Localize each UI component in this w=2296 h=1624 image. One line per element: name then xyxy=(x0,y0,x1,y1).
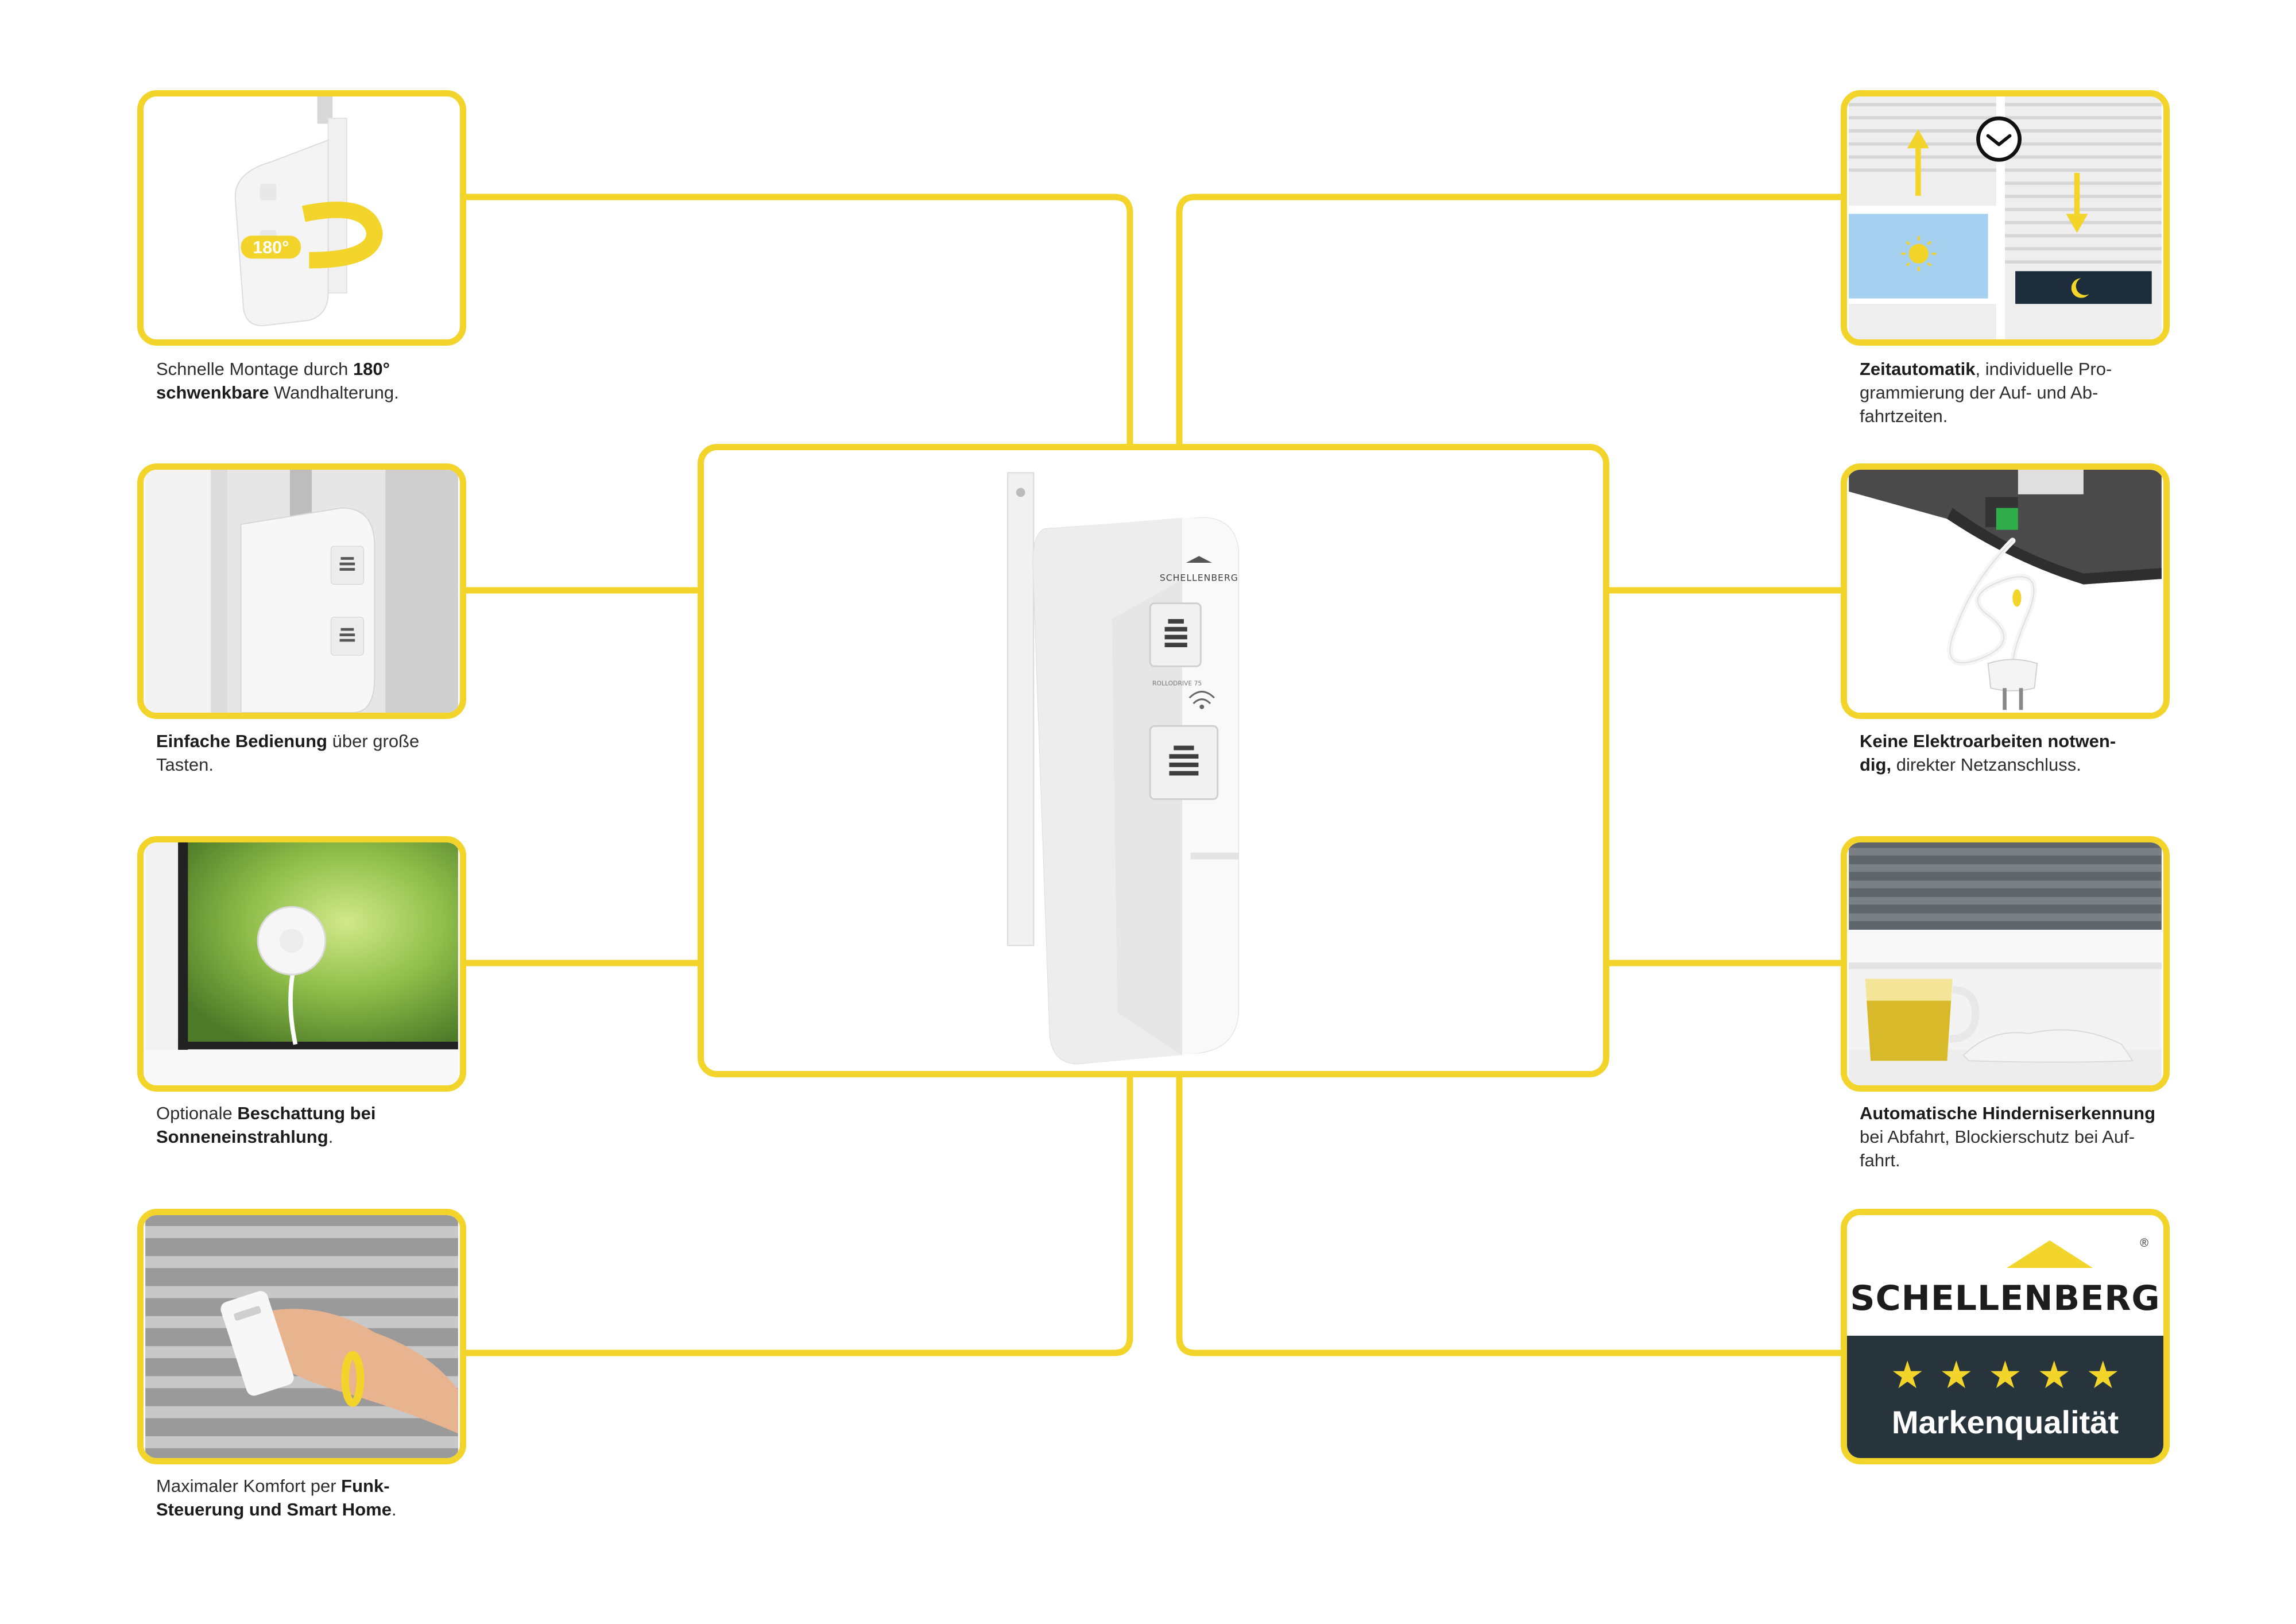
roof-logo-icon xyxy=(2007,1240,2093,1268)
product-brand-label: SCHELLENBERG xyxy=(1160,572,1238,583)
feature-timer-image xyxy=(1841,90,2170,346)
caption-plug: Keine Elektroarbeiten notwen-dig, direkt… xyxy=(1860,729,2158,776)
feature-sensor-image xyxy=(137,836,466,1092)
caption-segment: Automatische Hinderniserkennung xyxy=(1860,1103,2156,1123)
caption-segment: Keine Elektroarbeiten notwen- xyxy=(1860,731,2116,751)
caption-timer: Zeitautomatik, individuelle Pro-grammier… xyxy=(1860,357,2158,428)
caption-segment: 180° xyxy=(353,359,390,379)
star-rating-icon: ★★★★★ xyxy=(1890,1354,2135,1396)
caption-segment: fahrt. xyxy=(1860,1150,1900,1170)
suction-sensor-icon xyxy=(145,842,458,1085)
caption-segment: grammierung der Auf- und Ab- xyxy=(1860,382,2098,403)
caption-segment: Steuerung und Smart Home xyxy=(156,1499,392,1519)
caption-segment: Einfache Bedienung xyxy=(156,731,327,751)
feature-mount-image: 180° xyxy=(137,90,466,346)
caption-segment: fahrtzeiten. xyxy=(1860,406,1948,426)
caption-segment: . xyxy=(391,1499,397,1519)
caption-segment: dig, xyxy=(1860,755,1892,775)
caption-segment: Tasten. xyxy=(156,755,214,775)
feature-obstacle-image xyxy=(1841,836,2170,1092)
brand-quality-label: Markenqualität xyxy=(1891,1404,2119,1440)
product-image: SCHELLENBERG ROLLODRIVE 75 xyxy=(698,444,1609,1077)
brand-name: SCHELLENBERG xyxy=(1850,1278,2161,1318)
caption-segment: bei Abfahrt, Blockierschutz bei Auf- xyxy=(1860,1127,2135,1147)
caption-obstacle: Automatische Hinderniserkennung bei Abfah… xyxy=(1860,1101,2158,1172)
product-model-label: ROLLODRIVE 75 xyxy=(1152,680,1202,687)
remote-control-icon xyxy=(145,1215,458,1458)
rotation-badge: 180° xyxy=(253,238,289,257)
caption-segment: . xyxy=(328,1127,334,1147)
feature-remote-image xyxy=(137,1209,466,1464)
caption-segment: , individuelle Pro- xyxy=(1975,359,2112,379)
registered-mark: ® xyxy=(2140,1237,2148,1250)
caption-segment: Zeitautomatik xyxy=(1860,359,1976,379)
caption-remote: Maximaler Komfort per Funk- Steuerung und… xyxy=(156,1474,455,1521)
caption-segment: direkter Netzanschluss. xyxy=(1891,755,2081,775)
caption-segment: Wandhalterung. xyxy=(269,382,399,403)
caption-segment: Maximaler Komfort per xyxy=(156,1476,342,1496)
caption-segment: Optionale xyxy=(156,1103,238,1123)
brand-quality-card: ® SCHELLENBERG ★★★★★ Markenqualität xyxy=(1841,1209,2170,1464)
rotation-arrow-icon: 180° xyxy=(145,96,458,339)
caption-segment: Funk- xyxy=(341,1476,390,1496)
feature-buttons-image xyxy=(137,463,466,719)
caption-segment: Beschattung bei xyxy=(237,1103,376,1123)
caption-segment: über große xyxy=(327,731,420,751)
feature-plug-image xyxy=(1841,463,2170,719)
power-plug-icon xyxy=(1849,470,2162,713)
clock-icon xyxy=(1849,96,2162,339)
up-down-buttons-icon xyxy=(145,470,458,713)
caption-segment: schwenkbare xyxy=(156,382,269,403)
caption-segment: Schnelle Montage durch xyxy=(156,359,353,379)
caption-mount: Schnelle Montage durch 180° schwenkbare W… xyxy=(156,357,455,404)
brand-logo-area: ® SCHELLENBERG xyxy=(1847,1215,2163,1336)
brand-quality-area: ★★★★★ Markenqualität xyxy=(1847,1336,2163,1458)
shutter-obstacle-icon xyxy=(1849,842,2162,1085)
caption-segment: Sonneneinstrahlung xyxy=(156,1127,328,1147)
roller-shutter-motor-icon: SCHELLENBERG ROLLODRIVE 75 xyxy=(706,450,1601,1071)
